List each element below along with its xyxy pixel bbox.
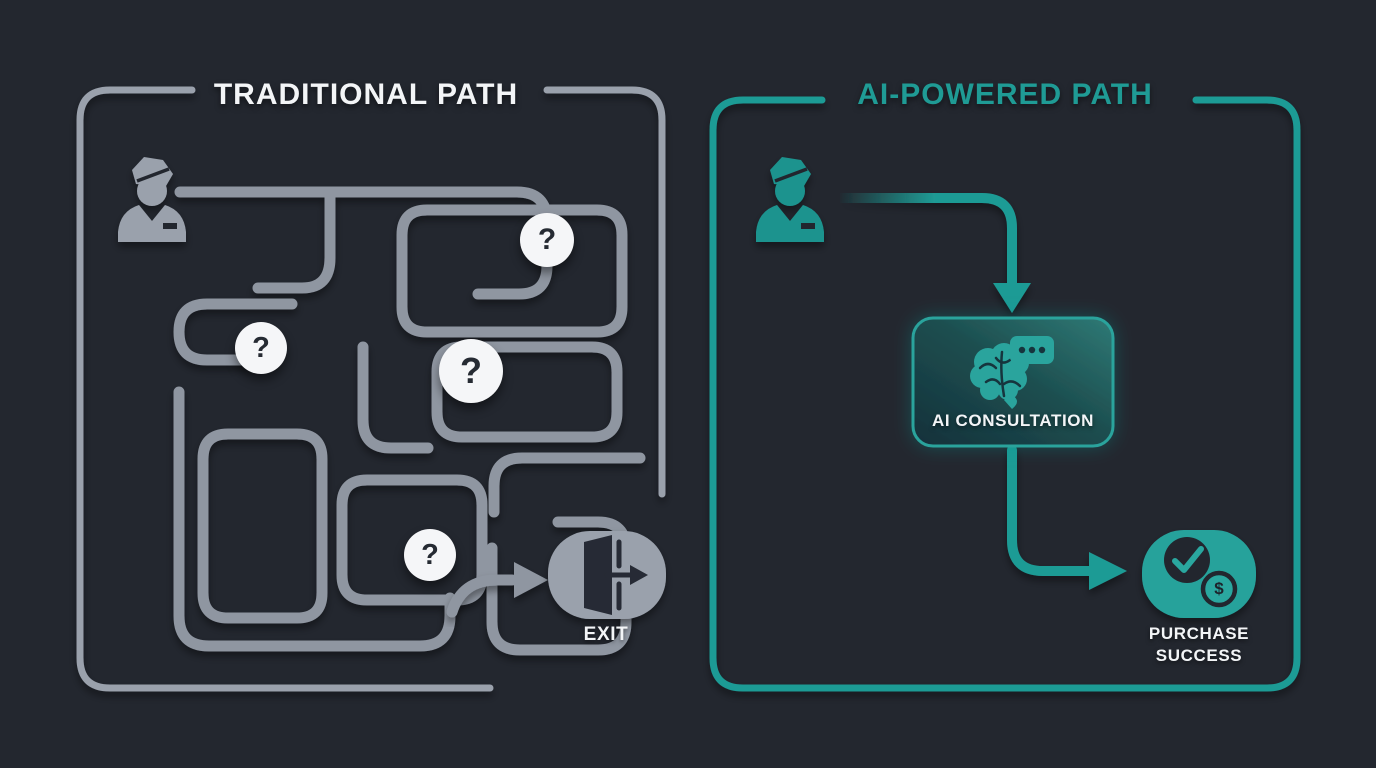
purchase-success-line1: PURCHASE [1148, 624, 1250, 643]
right-panel-title: AI-POWERED PATH [857, 78, 1153, 111]
check-icon [1164, 537, 1210, 583]
brain-chat-icon [970, 336, 1054, 409]
purchase-success-line2: SUCCESS [1155, 646, 1243, 665]
left-panel-frame [76, 86, 666, 692]
question-badge-4: ? [404, 529, 456, 581]
flow-arrow-to-success [1007, 445, 1127, 590]
ai-consultation-label: AI CONSULTATION [932, 411, 1094, 430]
flow-arrow-to-consultation [840, 193, 1031, 313]
question-badge-1: ? [520, 213, 574, 267]
customer-person-icon-right [754, 155, 826, 244]
dollar-icon [1200, 570, 1238, 608]
dollar-sign-glyph: $ [1214, 579, 1224, 598]
question-badge-2: ? [235, 322, 287, 374]
customer-person-icon [116, 155, 188, 244]
left-panel-title: TRADITIONAL PATH [213, 78, 519, 111]
purchase-success-label: PURCHASE SUCCESS [1149, 623, 1249, 667]
purchase-success-badge [1142, 530, 1256, 618]
exit-badge [548, 531, 666, 619]
exit-arrow [446, 562, 548, 618]
door-exit-icon [584, 535, 648, 615]
ai-consultation-box [911, 316, 1115, 448]
exit-label: EXIT [583, 624, 629, 645]
right-panel-frame [709, 96, 1301, 692]
maze-paths [173, 186, 646, 656]
question-badge-3: ? [439, 339, 503, 403]
